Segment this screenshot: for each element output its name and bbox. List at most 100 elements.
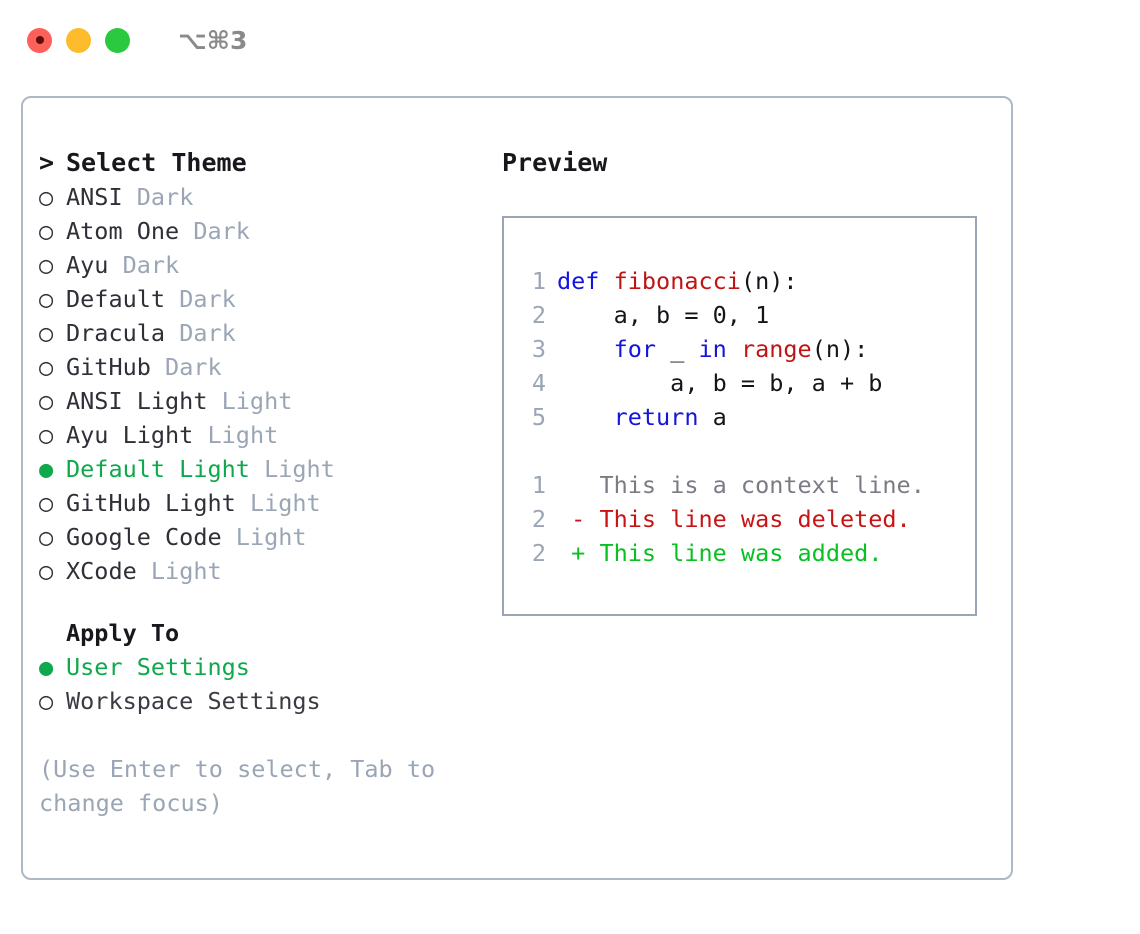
theme-name: Google Code bbox=[66, 523, 222, 551]
radio-unselected-icon[interactable]: ○ bbox=[39, 421, 54, 449]
theme-variant-tag: Light bbox=[249, 489, 321, 517]
code-token bbox=[727, 335, 741, 363]
spacer bbox=[207, 384, 221, 418]
spacer bbox=[179, 214, 193, 248]
theme-variant-tag: Light bbox=[150, 557, 222, 585]
theme-name: Ayu Light bbox=[66, 421, 194, 449]
theme-list-item[interactable]: ○ Ayu Light Light bbox=[39, 418, 499, 452]
caret-icon: > bbox=[39, 148, 55, 177]
spacer bbox=[108, 248, 122, 282]
code-token: a bbox=[698, 403, 727, 431]
radio-unselected-icon[interactable]: ○ bbox=[39, 217, 54, 245]
window-controls bbox=[27, 27, 130, 53]
radio-unselected-icon[interactable]: ○ bbox=[39, 251, 54, 279]
theme-list-item[interactable]: ○ ANSI Light Light bbox=[39, 384, 499, 418]
code-line: 5 return a bbox=[516, 400, 969, 434]
spacer bbox=[165, 316, 179, 350]
code-line-text: a, b = b, a + b bbox=[557, 366, 882, 400]
radio-unselected-icon[interactable]: ○ bbox=[39, 387, 54, 415]
theme-list-item[interactable]: ○ANSI Dark bbox=[39, 180, 499, 214]
theme-list-item[interactable]: ○ Atom One Dark bbox=[39, 214, 499, 248]
spacer bbox=[193, 418, 207, 452]
diff-line-text: This is a context line. bbox=[557, 471, 925, 499]
radio-unselected-icon[interactable]: ○ bbox=[39, 557, 54, 585]
apply-to-label: User Settings bbox=[66, 653, 250, 681]
apply-to-option[interactable]: ○ Workspace Settings bbox=[39, 684, 499, 718]
code-token: (n): bbox=[811, 335, 869, 363]
line-number: 3 bbox=[531, 335, 546, 363]
radio-unselected-icon[interactable]: ○ bbox=[39, 523, 54, 551]
apply-to-list: ● User Settings ○ Workspace Settings bbox=[39, 650, 499, 718]
close-window-button[interactable] bbox=[27, 27, 52, 53]
line-number: 4 bbox=[531, 369, 546, 397]
code-token: in bbox=[698, 335, 727, 363]
apply-to-title: Apply To bbox=[66, 619, 180, 647]
radio-unselected-icon[interactable]: ○ bbox=[39, 285, 54, 313]
theme-variant-tag: Dark bbox=[179, 285, 236, 313]
theme-variant-tag: Light bbox=[264, 455, 335, 483]
radio-unselected-icon[interactable]: ○ bbox=[39, 687, 54, 715]
radio-unselected-icon[interactable]: ○ bbox=[39, 489, 54, 517]
theme-list-item[interactable]: ○ GitHub Light Light bbox=[39, 486, 499, 520]
code-line-text: a, b = 0, 1 bbox=[557, 298, 770, 332]
code-token bbox=[557, 335, 614, 363]
title-bar: ⌥⌘3 bbox=[0, 0, 1140, 80]
theme-variant-tag: Light bbox=[221, 387, 293, 415]
code-line: 2 a, b = 0, 1 bbox=[516, 298, 969, 332]
spacer bbox=[250, 452, 264, 486]
radio-unselected-icon[interactable]: ○ bbox=[39, 353, 54, 381]
theme-variant-tag: Dark bbox=[179, 319, 236, 347]
theme-picker: > Select Theme ○ANSI Dark○Atom One Dark○… bbox=[39, 146, 499, 820]
code-token: a, b = b, a + b bbox=[557, 369, 883, 397]
radio-unselected-icon[interactable]: ○ bbox=[39, 183, 54, 211]
line-number: 1 bbox=[531, 471, 546, 499]
code-line: 4 a, b = b, a + b bbox=[516, 366, 969, 400]
theme-list-item[interactable]: ● Default Light Light bbox=[39, 452, 499, 486]
keyboard-shortcut-label: ⌥⌘3 bbox=[178, 25, 248, 55]
apply-to-option[interactable]: ● User Settings bbox=[39, 650, 499, 684]
theme-list-item[interactable]: ○Default Dark bbox=[39, 282, 499, 316]
line-number: 2 bbox=[531, 505, 546, 533]
theme-name: XCode bbox=[66, 557, 137, 585]
diff-line-text: + This line was added. bbox=[557, 539, 883, 567]
theme-list-item[interactable]: ○ Ayu Dark bbox=[39, 248, 499, 282]
theme-name: GitHub Light bbox=[66, 489, 236, 517]
theme-list-item[interactable]: ○ Dracula Dark bbox=[39, 316, 499, 350]
theme-name: Default Light bbox=[66, 455, 250, 483]
line-number: 1 bbox=[531, 267, 546, 295]
diff-line: 2 + This line was added. bbox=[516, 536, 969, 570]
apply-to-label: Workspace Settings bbox=[66, 687, 321, 715]
code-line-text: return a bbox=[557, 400, 727, 434]
theme-list-item[interactable]: ○GitHub Dark bbox=[39, 350, 499, 384]
code-line: 3 for _ in range(n): bbox=[516, 332, 969, 366]
spacer bbox=[137, 554, 151, 588]
theme-list-item[interactable]: ○ Google Code Light bbox=[39, 520, 499, 554]
theme-variant-tag: Dark bbox=[193, 217, 250, 245]
maximize-window-button[interactable] bbox=[105, 27, 130, 53]
theme-list-item[interactable]: ○ XCode Light bbox=[39, 554, 499, 588]
theme-name: Atom One bbox=[66, 217, 180, 245]
theme-variant-tag: Light bbox=[235, 523, 307, 551]
theme-variant-tag: Light bbox=[207, 421, 279, 449]
radio-selected-icon[interactable]: ● bbox=[39, 455, 54, 483]
theme-name: Ayu bbox=[66, 251, 109, 279]
radio-selected-icon[interactable]: ● bbox=[39, 653, 54, 681]
theme-name: ANSI Light bbox=[66, 387, 208, 415]
theme-name: Dracula bbox=[66, 319, 166, 347]
code-token: a, b = 0, 1 bbox=[557, 301, 770, 329]
code-token: return bbox=[613, 403, 699, 431]
radio-unselected-icon[interactable]: ○ bbox=[39, 319, 54, 347]
spacer bbox=[151, 350, 165, 384]
theme-variant-tag: Dark bbox=[122, 251, 180, 279]
code-line-text: for _ in range(n): bbox=[557, 332, 869, 366]
minimize-window-button[interactable] bbox=[66, 27, 91, 53]
diff-line: 2 - This line was deleted. bbox=[516, 502, 969, 536]
diff-line-text: - This line was deleted. bbox=[557, 505, 911, 533]
code-token: (n): bbox=[740, 267, 798, 295]
theme-list: ○ANSI Dark○Atom One Dark○Ayu Dark○Defaul… bbox=[39, 180, 499, 588]
spacer bbox=[236, 486, 250, 520]
